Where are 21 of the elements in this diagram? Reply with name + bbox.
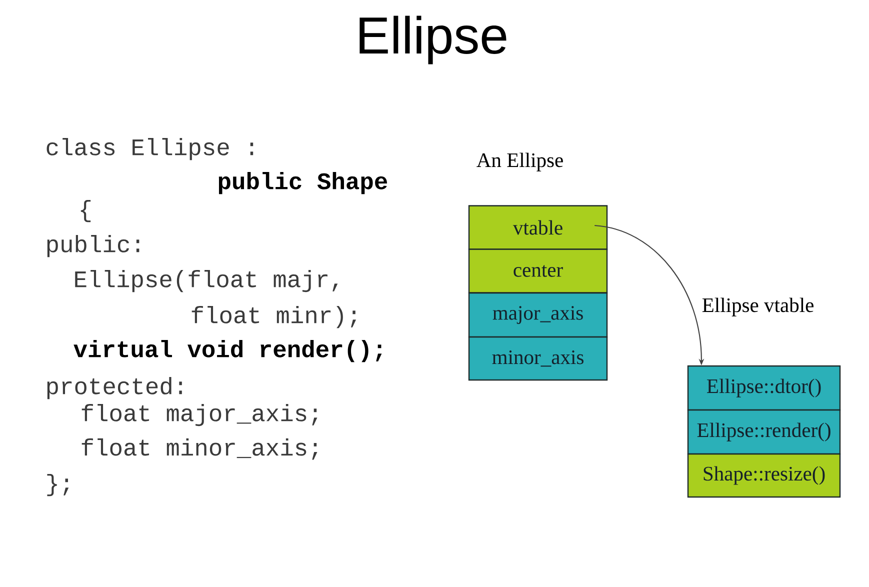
table-cell: Ellipse::dtor() xyxy=(687,365,841,411)
table-cell: major_axis xyxy=(468,292,608,338)
code-line: { xyxy=(80,200,91,222)
code-line: public: xyxy=(47,234,140,258)
table-cell: Shape::resize() xyxy=(687,453,841,498)
code-line: float minor_axis; xyxy=(82,438,318,460)
title: Ellipse xyxy=(360,16,506,64)
code-line: float minr); xyxy=(192,306,356,328)
code-line: protected: xyxy=(47,376,182,400)
code-line: virtual void render(); xyxy=(74,340,382,362)
table-cell: Ellipse::render() xyxy=(687,409,841,455)
code-line: }; xyxy=(47,474,69,496)
code-line: class Ellipse : xyxy=(46,138,254,160)
code-line: float major_axis; xyxy=(82,404,318,426)
table-cell: center xyxy=(468,248,608,294)
code-line: Ellipse(float majr, xyxy=(75,270,338,292)
table-cell: minor_axis xyxy=(468,336,608,381)
heading: Ellipse vtable xyxy=(702,298,814,316)
heading: An Ellipse xyxy=(476,152,563,172)
code-line: public Shape xyxy=(218,172,387,194)
table-cell: vtable xyxy=(468,205,608,250)
